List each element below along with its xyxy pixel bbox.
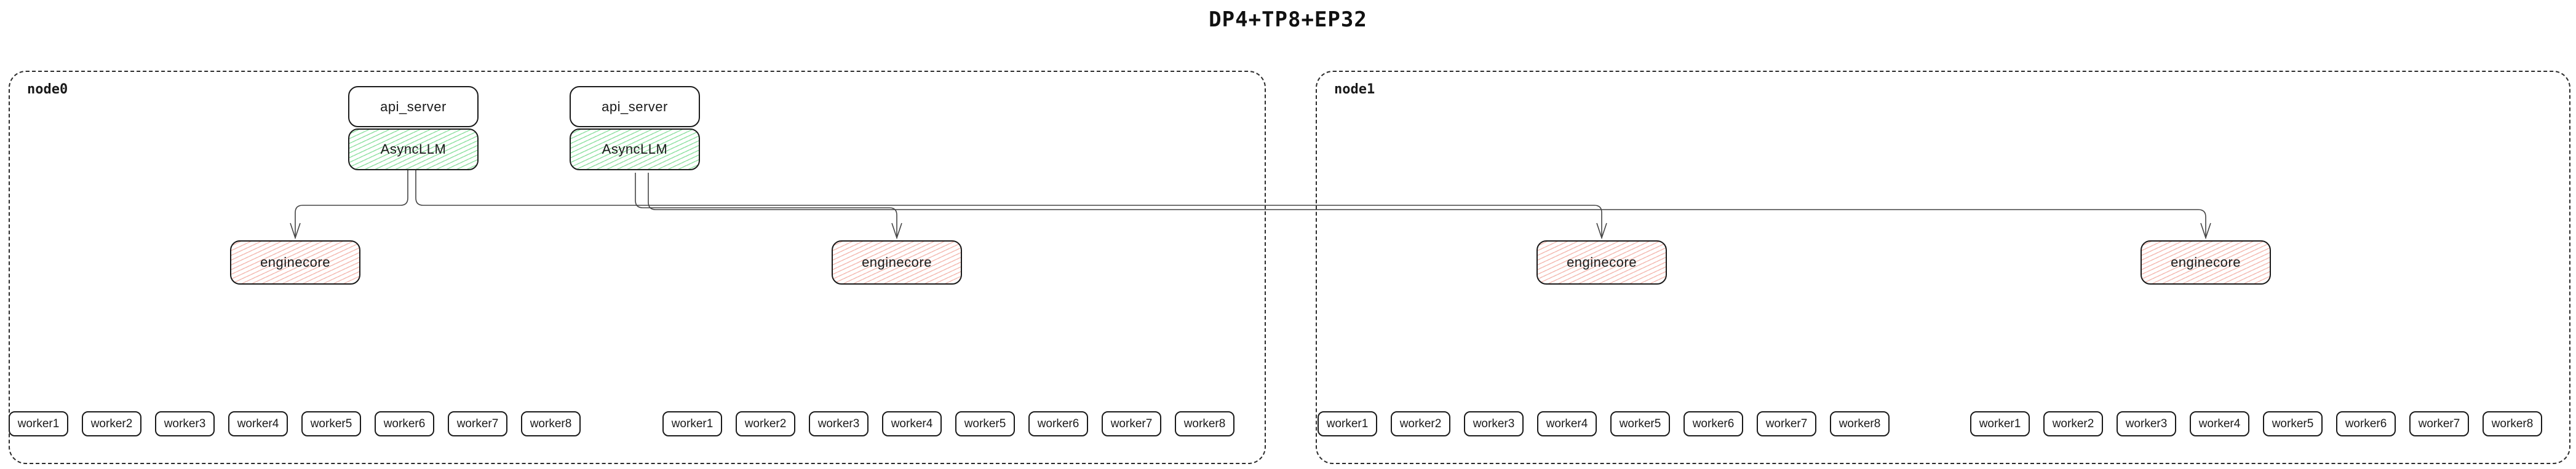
worker-box: worker2 (82, 411, 141, 436)
asyncllm-box-1: AsyncLLM (348, 128, 479, 170)
enginecore-box-4: enginecore (2141, 240, 2271, 285)
worker-box: worker4 (2190, 411, 2249, 436)
worker-box: worker4 (228, 411, 288, 436)
worker-box: worker4 (1537, 411, 1597, 436)
node1-worker-group-2: worker1 worker2 worker3 worker4 worker5 … (1970, 411, 2542, 436)
node1-label: node1 (1334, 82, 1375, 97)
worker-box: worker7 (1102, 411, 1161, 436)
api-server-label: api_server (380, 98, 447, 114)
enginecore-label: enginecore (260, 254, 330, 270)
worker-box: worker8 (521, 411, 581, 436)
worker-box: worker3 (1464, 411, 1524, 436)
worker-box: worker5 (955, 411, 1015, 436)
worker-box: worker8 (1830, 411, 1890, 436)
worker-box: worker5 (301, 411, 361, 436)
asyncllm-box-2: AsyncLLM (570, 128, 700, 170)
node0-label: node0 (27, 82, 68, 97)
worker-box: worker4 (882, 411, 942, 436)
wire-asyncllm2-enginecore2 (635, 173, 897, 236)
worker-box: worker5 (1610, 411, 1670, 436)
worker-box: worker2 (2043, 411, 2103, 436)
worker-box: worker1 (662, 411, 722, 436)
enginecore-box-1: enginecore (230, 240, 360, 285)
worker-box: worker6 (1028, 411, 1088, 436)
node0-worker-group-1: worker1 worker2 worker3 worker4 worker5 … (9, 411, 581, 436)
asyncllm-label: AsyncLLM (602, 141, 668, 157)
worker-box: worker6 (2336, 411, 2396, 436)
worker-box: worker3 (2117, 411, 2176, 436)
enginecore-box-3: enginecore (1536, 240, 1667, 285)
enginecore-label: enginecore (1567, 254, 1637, 270)
node1-worker-group-1: worker1 worker2 worker3 worker4 worker5 … (1318, 411, 1890, 436)
asyncllm-label: AsyncLLM (380, 141, 447, 157)
wire-asyncllm1-enginecore1 (295, 170, 408, 236)
arrowhead-icon (891, 223, 902, 240)
worker-box: worker1 (9, 411, 68, 436)
api-server-box-2: api_server (570, 86, 700, 127)
worker-box: worker6 (375, 411, 434, 436)
worker-box: worker1 (1318, 411, 1377, 436)
arrowhead-icon (290, 223, 301, 240)
wire-asyncllm1-enginecore3 (415, 170, 1602, 236)
worker-box: worker7 (448, 411, 507, 436)
wire-asyncllm2-enginecore4 (648, 173, 2206, 236)
worker-box: worker5 (2263, 411, 2323, 436)
worker-box: worker7 (2409, 411, 2469, 436)
worker-box: worker3 (809, 411, 869, 436)
enginecore-box-2: enginecore (832, 240, 962, 285)
worker-box: worker8 (2483, 411, 2542, 436)
arrowhead-icon (2200, 223, 2211, 240)
enginecore-label: enginecore (862, 254, 932, 270)
node0-worker-group-2: worker1 worker2 worker3 worker4 worker5 … (662, 411, 1234, 436)
api-server-box-1: api_server (348, 86, 479, 127)
arrowhead-icon (1596, 223, 1607, 240)
api-server-label: api_server (602, 98, 668, 114)
worker-box: worker2 (736, 411, 795, 436)
worker-box: worker8 (1175, 411, 1234, 436)
diagram-title: DP4+TP8+EP32 (1209, 7, 1367, 32)
worker-box: worker1 (1970, 411, 2030, 436)
worker-box: worker7 (1757, 411, 1816, 436)
worker-box: worker3 (155, 411, 215, 436)
worker-box: worker6 (1684, 411, 1743, 436)
enginecore-label: enginecore (2171, 254, 2241, 270)
node0-container: node0 (9, 71, 1266, 464)
node1-container: node1 (1316, 71, 2570, 464)
worker-box: worker2 (1391, 411, 1450, 436)
